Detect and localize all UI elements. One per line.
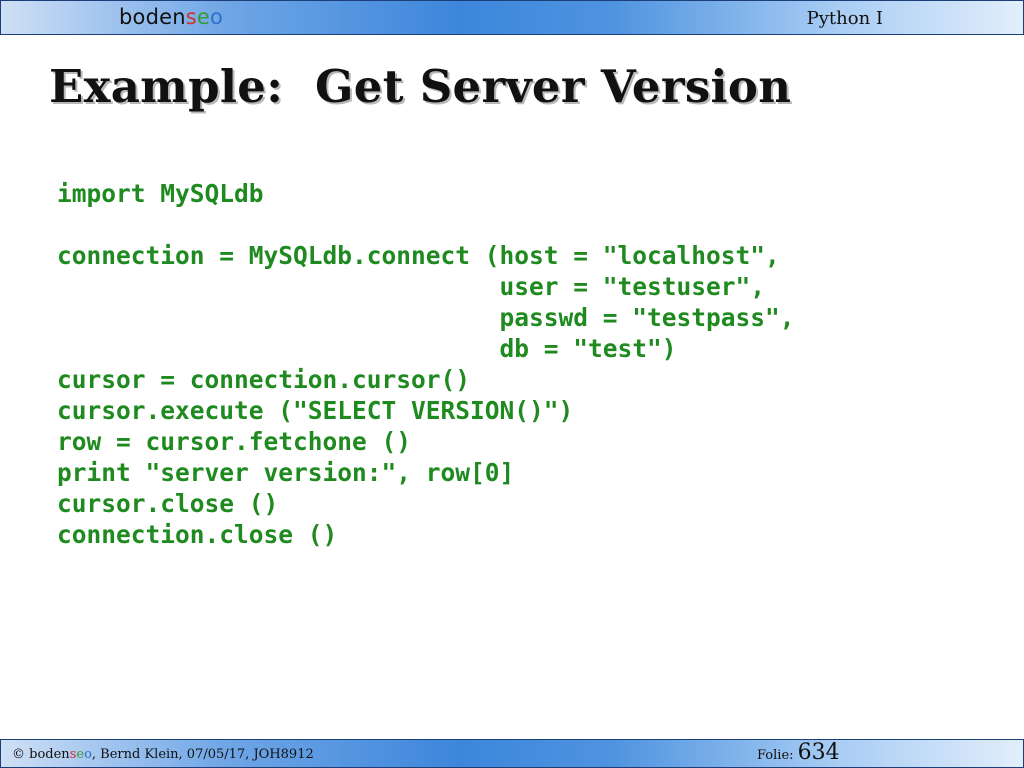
logo-letter-e: e: [196, 5, 211, 29]
logo-prefix: boden: [119, 5, 186, 29]
slide-number-area: Folie: 634: [757, 741, 840, 765]
footer-author-info: , Bernd Klein, 07/05/17, JOH8912: [91, 747, 314, 762]
code-line: row = cursor.fetchone (): [57, 427, 412, 456]
code-line: connection.close (): [57, 520, 338, 549]
code-line: cursor = connection.cursor(): [57, 365, 471, 394]
slide-title: Example: Get Server Version: [49, 60, 792, 113]
code-line: [57, 209, 795, 240]
slide-number: 634: [797, 740, 840, 765]
code-line: cursor.close (): [57, 489, 279, 518]
logo-letter-s: s: [185, 5, 197, 29]
code-line: import MySQLdb: [57, 179, 264, 208]
code-line: connection = MySQLdb.connect (host = "lo…: [57, 241, 780, 270]
code-line: db = "test"): [57, 334, 677, 363]
header-bar: bodenseo Python I: [0, 0, 1024, 35]
logo-letter-o: o: [210, 5, 224, 29]
code-line: print "server version:", row[0]: [57, 458, 515, 487]
footer-brand-o: o: [84, 747, 92, 762]
footer-credits: © bodenseo, Bernd Klein, 07/05/17, JOH89…: [12, 746, 314, 763]
footer-brand-prefix: boden: [29, 747, 70, 762]
course-name: Python I: [806, 8, 883, 29]
copyright-symbol: ©: [12, 747, 30, 762]
footer-bar: © bodenseo, Bernd Klein, 07/05/17, JOH89…: [0, 739, 1024, 768]
folie-label: Folie:: [757, 748, 798, 763]
footer-brand-s: s: [69, 747, 77, 762]
code-block: import MySQLdb connection = MySQLdb.conne…: [57, 178, 795, 550]
code-line: user = "testuser",: [57, 272, 766, 301]
bodenseo-logo: bodenseo: [119, 4, 223, 30]
code-line: cursor.execute ("SELECT VERSION()"): [57, 396, 574, 425]
footer-brand-e: e: [76, 747, 85, 762]
code-line: passwd = "testpass",: [57, 303, 795, 332]
